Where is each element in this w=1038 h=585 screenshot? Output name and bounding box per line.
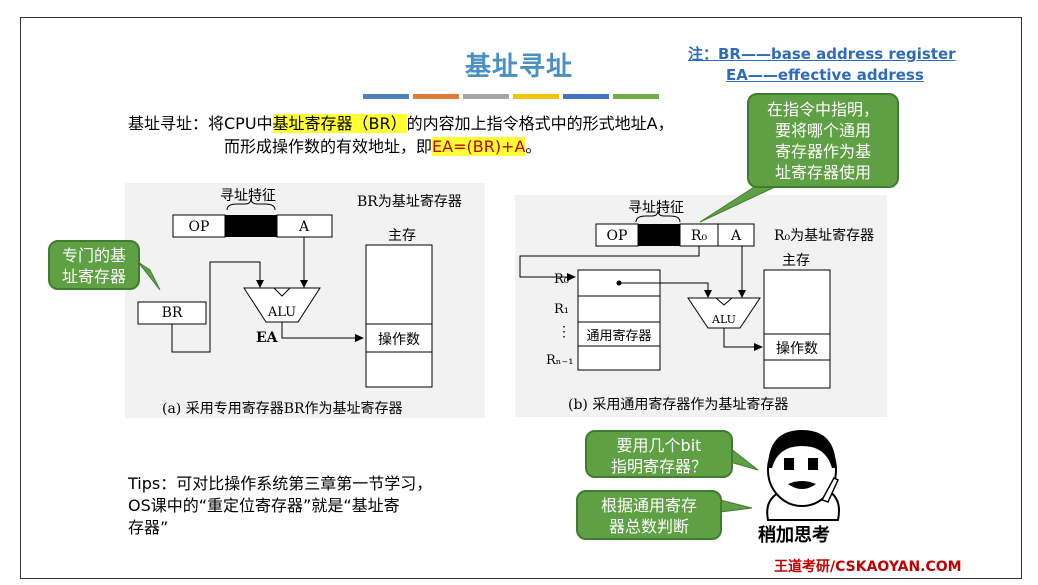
right-bubble-general-register: 在指令中指明， 要将哪个通用 寄存器作为基 址寄存器使用 — [747, 93, 899, 188]
b-alu-notch — [714, 297, 734, 306]
tips-line-2: OS课中的“重定位寄存器”就是“基址寄 — [128, 496, 400, 515]
a-ea-label: EA — [256, 330, 279, 346]
b-addr-mode-field — [638, 224, 680, 246]
note-line-br: 注：BR——base address register — [688, 45, 956, 63]
color-bar-2 — [413, 94, 459, 99]
a-brace — [226, 197, 276, 211]
answer-bubble-count: 根据通用寄存 器总数判断 — [576, 490, 722, 540]
q1-bubble-pointer — [729, 446, 759, 471]
a-br-to-alu — [171, 261, 261, 353]
b-r0-select-line — [519, 246, 700, 278]
a-br-label: BR — [162, 305, 183, 321]
a-alu-label: ALU — [267, 305, 296, 320]
b-arrowhead-4 — [754, 343, 763, 351]
a-alu-notch — [272, 287, 292, 297]
a-operand-label: 操作数 — [378, 332, 420, 348]
b-addr-feature-label: 寻址特征 — [628, 200, 684, 216]
a-alu — [243, 287, 321, 323]
definition-paragraph: 基址寻址：将CPU中基址寄存器（BR）的内容加上指令格式中的形式地址A， 而形成… — [128, 112, 768, 158]
tips-line-3: 存器” — [128, 518, 169, 537]
color-bar-3 — [463, 94, 509, 99]
b-dots-label: ⋮ — [557, 324, 571, 340]
left-bubble-dedicated-register: 专门的基 址寄存器 — [48, 240, 140, 290]
b-r0-field-label: R₀ — [691, 228, 708, 244]
b-ea-line — [723, 328, 758, 348]
left-bubble-pointer — [137, 261, 161, 291]
footer-watermark: 王道考研/CSKAOYAN.COM — [774, 559, 962, 575]
slide-frame — [20, 17, 1022, 579]
b-op-label: OP — [607, 228, 628, 244]
b-a-field — [717, 223, 755, 247]
b-brace — [635, 209, 681, 223]
q2-bubble-pointer — [719, 499, 753, 513]
definition-line-1: 基址寻址：将CPU中基址寄存器（BR）的内容加上指令格式中的形式地址A， — [128, 114, 674, 133]
b-alu — [687, 297, 761, 329]
b-a-label: A — [730, 228, 742, 244]
b-rn1-label: Rₙ₋₁ — [546, 353, 574, 368]
diagram-a-caption: (a) 采用专用寄存器BR作为基址寄存器 — [162, 401, 403, 417]
tips-text: Tips：可对比操作系统第三章第一节学习， OS课中的“重定位寄存器”就是“基址… — [128, 473, 473, 539]
a-op-label: OP — [189, 219, 210, 235]
color-bar-4 — [513, 94, 559, 99]
tips-line-1: Tips：可对比操作系统第三章第一节学习， — [128, 474, 433, 493]
a-ea-line — [281, 322, 360, 339]
b-operand-label: 操作数 — [776, 341, 818, 357]
a-a-label: A — [298, 219, 310, 235]
a-arrowhead-1 — [300, 280, 308, 288]
a-arrowhead-2 — [256, 280, 264, 288]
diagram-b-caption: (b) 采用通用寄存器作为基址寄存器 — [568, 397, 789, 413]
b-main-memory — [763, 269, 831, 389]
a-arrowhead-3 — [355, 334, 364, 342]
b-r0-note: R₀为基址寄存器 — [774, 227, 874, 244]
b-register-file — [577, 269, 661, 371]
b-arrowhead-3 — [738, 290, 746, 298]
b-arrowhead-1 — [567, 273, 576, 281]
br-highlight: 基址寄存器（BR） — [272, 114, 407, 133]
b-gpr-label: 通用寄存器 — [586, 328, 651, 344]
a-br-note: BR为基址寄存器 — [357, 193, 462, 210]
question-bubble-bits: 要用几个bit 指明寄存器？ — [585, 430, 733, 478]
definition-line-2: 而形成操作数的有效地址，即EA=(BR)+A。 — [224, 137, 542, 156]
thinking-face-icon — [766, 430, 840, 521]
slide-title: 基址寻址 — [464, 52, 573, 82]
color-bar-5 — [563, 94, 609, 99]
b-arrowhead-2 — [704, 290, 712, 298]
a-main-memory-label: 主存 — [388, 228, 416, 244]
a-addr-mode-field — [225, 215, 277, 237]
formula-highlight: EA=(BR)+A — [432, 137, 526, 156]
b-alu-label: ALU — [711, 313, 736, 326]
think-caption: 稍加思考 — [758, 525, 830, 546]
note-line-ea: EA——effective address — [726, 66, 924, 84]
b-r0-label: R₀ — [554, 272, 569, 287]
b-main-memory-label: 主存 — [782, 253, 810, 269]
a-addr-feature-label: 寻址特征 — [220, 188, 276, 204]
abbreviation-note: 注：BR——base address register EA——effectiv… — [688, 44, 956, 86]
a-main-memory — [365, 244, 433, 388]
color-bar-6 — [613, 94, 659, 99]
b-r1-label: R₁ — [554, 302, 569, 317]
color-bar-1 — [363, 94, 409, 99]
